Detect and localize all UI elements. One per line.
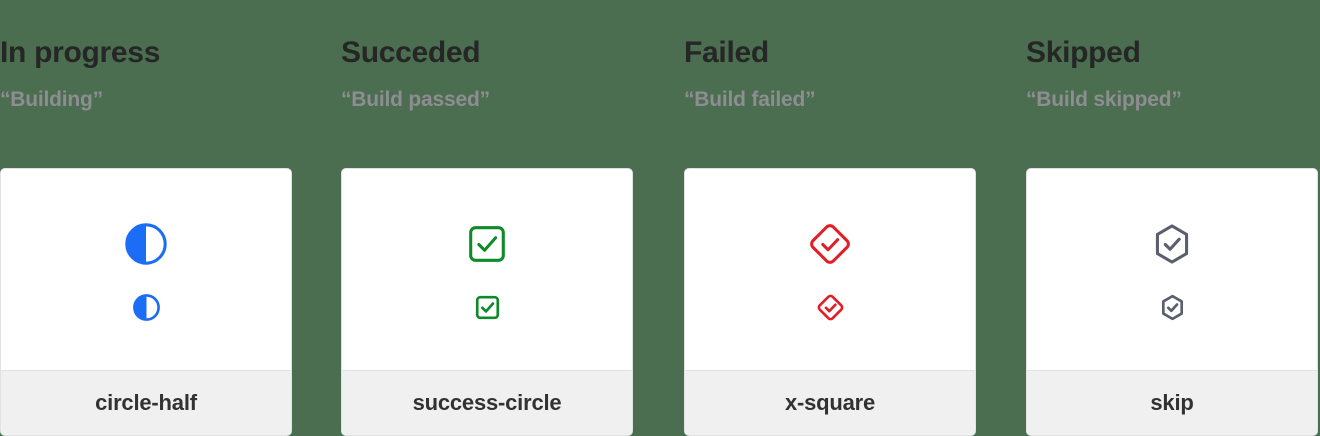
column-heading: In progress [0,36,161,69]
circle-half-icon [123,221,169,267]
icon-card-body [1027,169,1317,370]
icon-card-x-square[interactable]: x-square [684,168,976,436]
status-column-in-progress: In progress “Building” circle [0,0,292,436]
icon-card-footer: skip [1027,370,1317,435]
icon-card-success-circle[interactable]: success-circle [341,168,633,436]
status-column-succeded: Succeded “Build passed” succe [341,0,633,436]
column-subtitle: “Build passed” [341,88,490,111]
column-subtitle: “Building” [0,88,103,111]
icon-card-body [1,169,291,370]
icon-card-label: x-square [784,390,876,415]
icon-card-label: success-circle [412,390,562,415]
column-heading: Skipped [1026,36,1141,69]
skip-icon [1149,221,1195,267]
icon-card-footer: x-square [685,370,975,435]
success-circle-icon [464,221,510,267]
icon-card-footer: success-circle [342,370,632,435]
x-square-icon-small [816,293,845,322]
x-square-icon [807,221,853,267]
icon-card-skip[interactable]: skip [1026,168,1318,436]
icon-card-body [342,169,632,370]
circle-half-icon-small [132,293,161,322]
column-subtitle: “Build failed” [684,88,816,111]
column-subtitle: “Build skipped” [1026,88,1182,111]
skip-icon-small [1158,293,1187,322]
icon-card-label: skip [1150,390,1194,415]
column-heading: Failed [684,36,769,69]
status-column-skipped: Skipped “Build skipped” skip [1026,0,1318,436]
icon-card-body [685,169,975,370]
status-column-failed: Failed “Build failed” [684,0,976,436]
icon-card-circle-half[interactable]: circle-half [0,168,292,436]
icon-card-footer: circle-half [1,370,291,435]
icon-card-label: circle-half [95,390,197,415]
success-circle-icon-small [473,293,502,322]
column-heading: Succeded [341,36,481,69]
